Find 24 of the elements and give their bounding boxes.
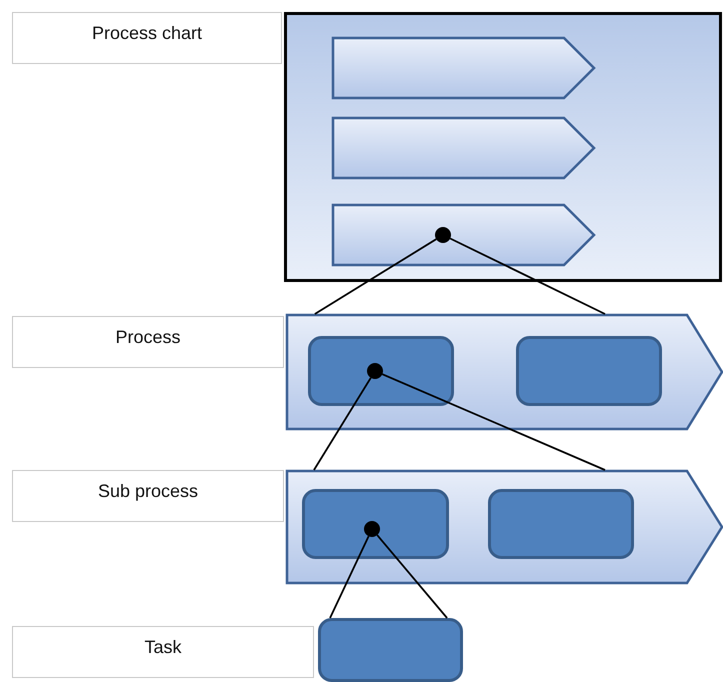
step-box [308, 336, 454, 406]
level-label: Process chart [12, 12, 282, 64]
chevron-shape [286, 470, 723, 584]
level-label: Sub process [12, 470, 284, 522]
connection-dot [364, 521, 380, 537]
task-box [318, 618, 463, 682]
step-box [488, 489, 634, 559]
zoom-line [382, 373, 606, 471]
chevron-shape [332, 204, 595, 266]
level-label: Task [12, 626, 314, 678]
process-chart-frame [284, 12, 722, 282]
zoom-line [450, 238, 606, 315]
level-label: Process [12, 316, 284, 368]
zoom-line [329, 536, 370, 618]
chevron-shape [332, 37, 595, 99]
zoom-line [314, 238, 437, 315]
step-box [302, 489, 449, 559]
connection-dot [435, 227, 451, 243]
step-box [516, 336, 662, 406]
zoom-line [313, 377, 372, 470]
connection-dot [367, 363, 383, 379]
chevron-shape [332, 117, 595, 179]
chevron-shape [286, 314, 723, 430]
zoom-line [376, 534, 448, 619]
